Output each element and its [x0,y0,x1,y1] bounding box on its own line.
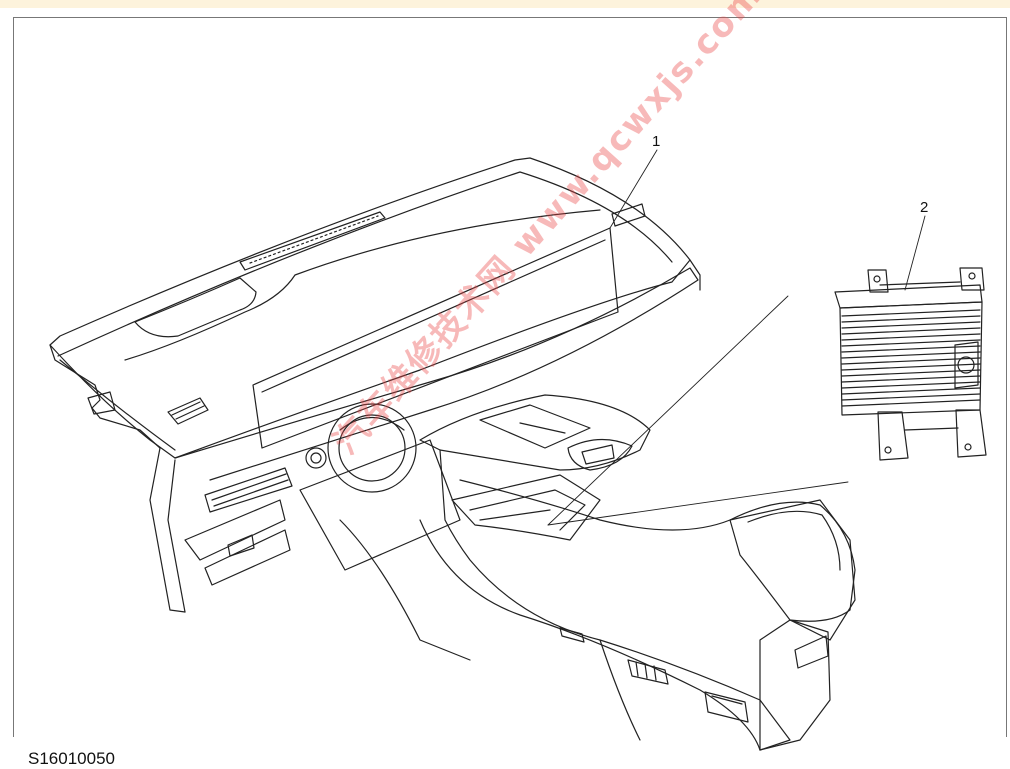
figure-id-label: S16010050 [28,749,115,768]
figure-frame [13,17,1007,737]
callout-1-label: 1 [652,133,661,150]
leader-lines [547,149,926,526]
amplifier-module [834,267,987,461]
callout-2-label: 2 [920,199,929,216]
top-strip [0,0,1010,8]
instrument-panel [49,157,701,661]
center-console [419,394,856,751]
